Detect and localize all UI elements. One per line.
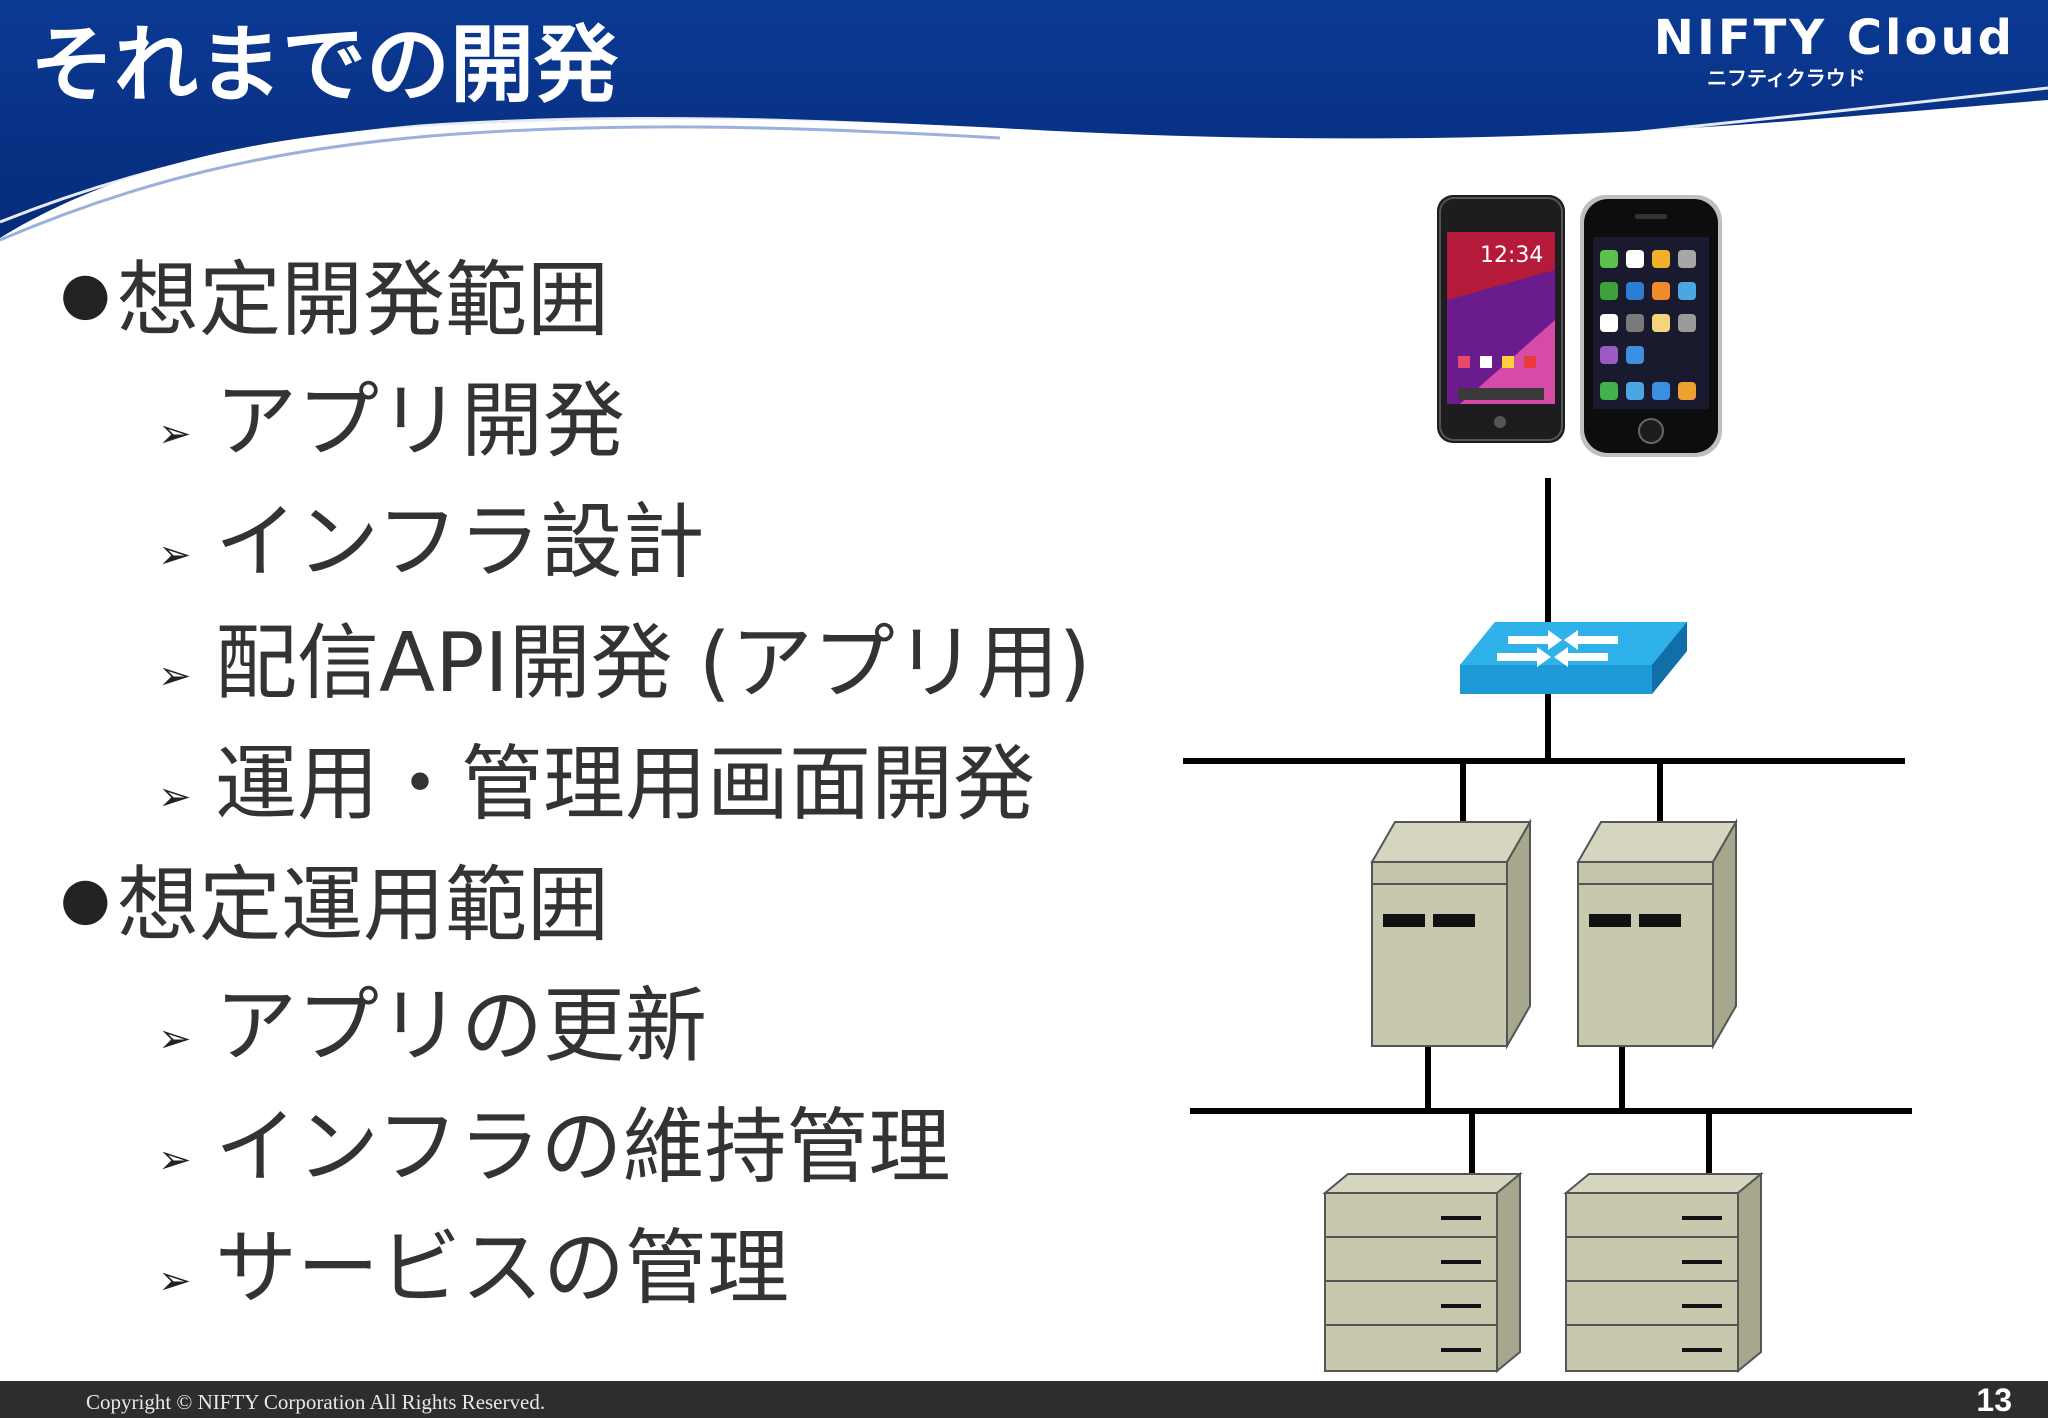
sub-bullet-item: ➢ 運用・管理用画面開発: [60, 716, 1180, 837]
bullet-list: ● 想定開発範囲 ➢ アプリ開発 ➢ インフラ設計 ➢ 配信API開発 (アプリ…: [60, 232, 1180, 1321]
arrow-bullet-icon: ➢: [158, 411, 192, 457]
copyright-text: Copyright © NIFTY Corporation All Rights…: [86, 1390, 546, 1414]
sub-bullet-text: インフラ設計: [215, 495, 705, 590]
sub-bullet-text: インフラの維持管理: [215, 1100, 951, 1195]
rack-storage-icon: [1322, 1171, 1523, 1374]
logo-subtitle: ニフティクラウド: [1707, 66, 1866, 90]
sub-bullet-text: 運用・管理用画面開発: [215, 737, 1036, 832]
tower-server-icon: [1576, 818, 1738, 1050]
sub-bullet-item: ➢ インフラ設計: [60, 474, 1180, 595]
logo-name: NIFTY Cloud: [1653, 10, 2015, 66]
arrow-bullet-icon: ➢: [158, 1016, 192, 1062]
bullet-dot-icon: ●: [60, 863, 111, 932]
footer-bar: Copyright © NIFTY Corporation All Rights…: [0, 1381, 2048, 1418]
bullet-dot-icon: ●: [60, 258, 111, 327]
arrow-bullet-icon: ➢: [158, 1137, 192, 1183]
sub-bullet-text: サービスの管理: [215, 1221, 790, 1316]
slide-title: それまでの開発: [30, 16, 619, 114]
bullet-item: ● 想定運用範囲: [60, 837, 1180, 958]
app-icons: [1600, 250, 1696, 400]
network-lines: [1183, 478, 1912, 1176]
arrow-bullet-icon: ➢: [158, 532, 192, 578]
rack-storage-icon: [1563, 1171, 1764, 1374]
arrow-bullet-icon: ➢: [158, 774, 192, 820]
sub-bullet-item: ➢ アプリ開発: [60, 353, 1180, 474]
page-number: 13: [1976, 1382, 2012, 1418]
sub-bullet-item: ➢ サービスの管理: [60, 1200, 1180, 1321]
network-switch-icon: [1460, 622, 1687, 694]
sub-bullet-item: ➢ 配信API開発 (アプリ用): [60, 595, 1180, 716]
sub-bullet-text: 配信API開発 (アプリ用): [215, 616, 1091, 711]
arrow-bullet-icon: ➢: [158, 1258, 192, 1304]
sub-bullet-item: ➢ インフラの維持管理: [60, 1079, 1180, 1200]
arrow-bullet-icon: ➢: [158, 653, 192, 699]
sub-bullet-text: アプリの更新: [215, 979, 708, 1074]
bullet-text: 想定運用範囲: [117, 858, 610, 953]
bullet-text: 想定開発範囲: [117, 253, 610, 348]
header-band: [0, 0, 2048, 242]
tower-server-icon: [1370, 818, 1532, 1050]
bullet-item: ● 想定開発範囲: [60, 232, 1180, 353]
sub-bullet-text: アプリ開発: [215, 374, 626, 469]
sub-bullet-item: ➢ アプリの更新: [60, 958, 1180, 1079]
nifty-cloud-logo: NIFTY Cloud ニフティクラウド: [1654, 10, 2015, 90]
